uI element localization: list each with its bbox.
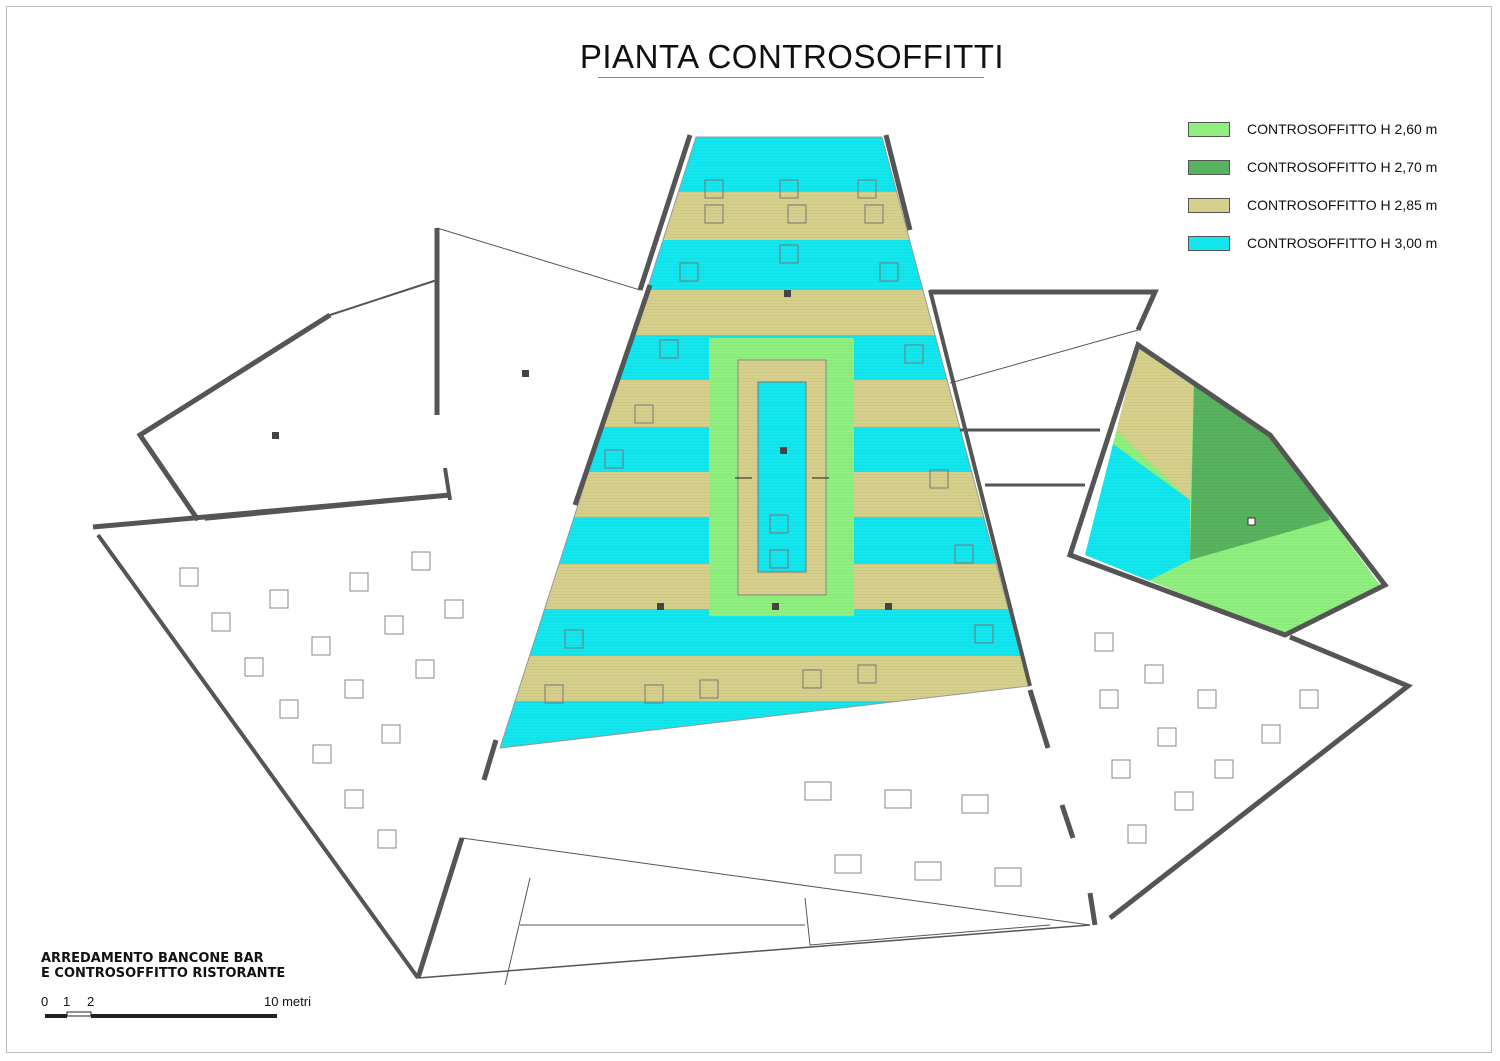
- page-title: PIANTA CONTROSOFFITTI: [579, 38, 1005, 75]
- bar-counter-ceiling: [709, 338, 854, 616]
- drawing-frame: [6, 6, 1492, 1053]
- legend-swatch-285: [1188, 198, 1230, 213]
- scale-label-1: 1: [63, 994, 71, 1009]
- legend-swatch-300: [1188, 236, 1230, 251]
- scale-labels: 0 1 2 10 metri: [40, 994, 320, 1022]
- legend-item-285: CONTROSOFFITTO H 2,85 m: [1188, 196, 1500, 216]
- legend-label-260: CONTROSOFFITTO H 2,60 m: [1247, 121, 1438, 137]
- legend-swatch-260: [1188, 122, 1230, 137]
- legend-item-270: CONTROSOFFITTO H 2,70 m: [1188, 158, 1500, 178]
- legend-label-285: CONTROSOFFITTO H 2,85 m: [1247, 197, 1438, 213]
- walls: [92, 134, 1413, 986]
- legend-label-270: CONTROSOFFITTO H 2,70 m: [1247, 159, 1438, 175]
- furniture-central: [544, 179, 994, 704]
- right-room-ceiling: [1085, 345, 1380, 635]
- legend-item-260: CONTROSOFFITTO H 2,60 m: [1188, 120, 1500, 140]
- furniture: [179, 551, 1319, 887]
- note-line-2: E CONTROSOFFITTO RISTORANTE: [41, 966, 286, 981]
- legend-swatch-270: [1188, 160, 1230, 175]
- legend-label-300: CONTROSOFFITTO H 3,00 m: [1247, 235, 1438, 251]
- scale-label-2: 2: [87, 994, 95, 1009]
- legend-item-300: CONTROSOFFITTO H 3,00 m: [1188, 234, 1500, 254]
- scale-label-0: 0: [41, 994, 49, 1009]
- columns: [272, 290, 1256, 610]
- scale-bar: [45, 1011, 277, 1018]
- scale-label-10: 10 metri: [264, 994, 311, 1009]
- note-line-1: ARREDAMENTO BANCONE BAR: [41, 951, 264, 966]
- title-underline: [598, 77, 984, 78]
- drawing-note: ARREDAMENTO BANCONE BAR E CONTROSOFFITTO…: [41, 951, 285, 981]
